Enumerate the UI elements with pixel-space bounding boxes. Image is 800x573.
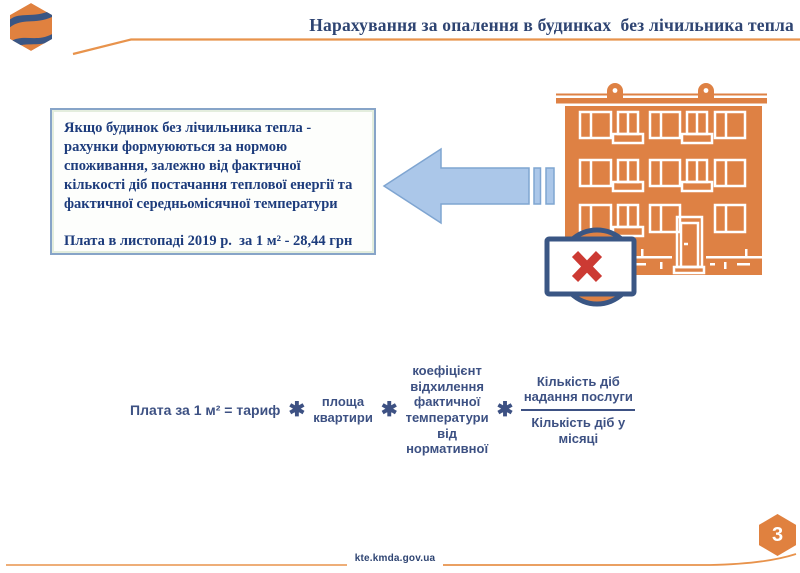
crossed-out-heat-meter-icon [544,227,637,307]
multiply-asterisk-icon: ✱ [288,399,306,421]
info-box: Якщо будинок без лічильника тепла - раху… [50,108,376,255]
left-striped-arrow-icon [382,147,555,225]
info-box-paragraph: Якщо будинок без лічильника тепла - раху… [64,120,356,212]
header-underline [72,38,800,56]
formula-lhs: Плата за 1 м² = тариф [130,402,281,418]
info-box-rate-line: Плата в листопаді 2019 р. за 1 м² - 28,4… [64,233,353,249]
formula-factor-coefficient: коефіцієнт відхилення фактичної температ… [405,363,489,457]
fraction-numerator: Кількість діб надання послуги [521,374,636,411]
fraction-denominator: Кількість діб у місяці [531,415,626,446]
page-number: 3 [771,523,784,546]
multiply-asterisk-icon: ✱ [380,399,398,421]
company-logo-icon [10,3,52,51]
formula-fraction: Кількість діб надання послуги Кількість … [521,374,636,446]
page-title: Нарахування за опалення в будинках без л… [309,15,794,35]
x-icon [571,251,603,282]
footer-line [6,553,797,566]
formula-factor-area: площа квартири [313,394,373,425]
footer-website: kte.kmda.gov.ua [354,553,436,564]
multiply-asterisk-icon: ✱ [496,399,514,421]
formula: Плата за 1 м² = тариф ✱ площа квартири ✱… [130,360,636,460]
